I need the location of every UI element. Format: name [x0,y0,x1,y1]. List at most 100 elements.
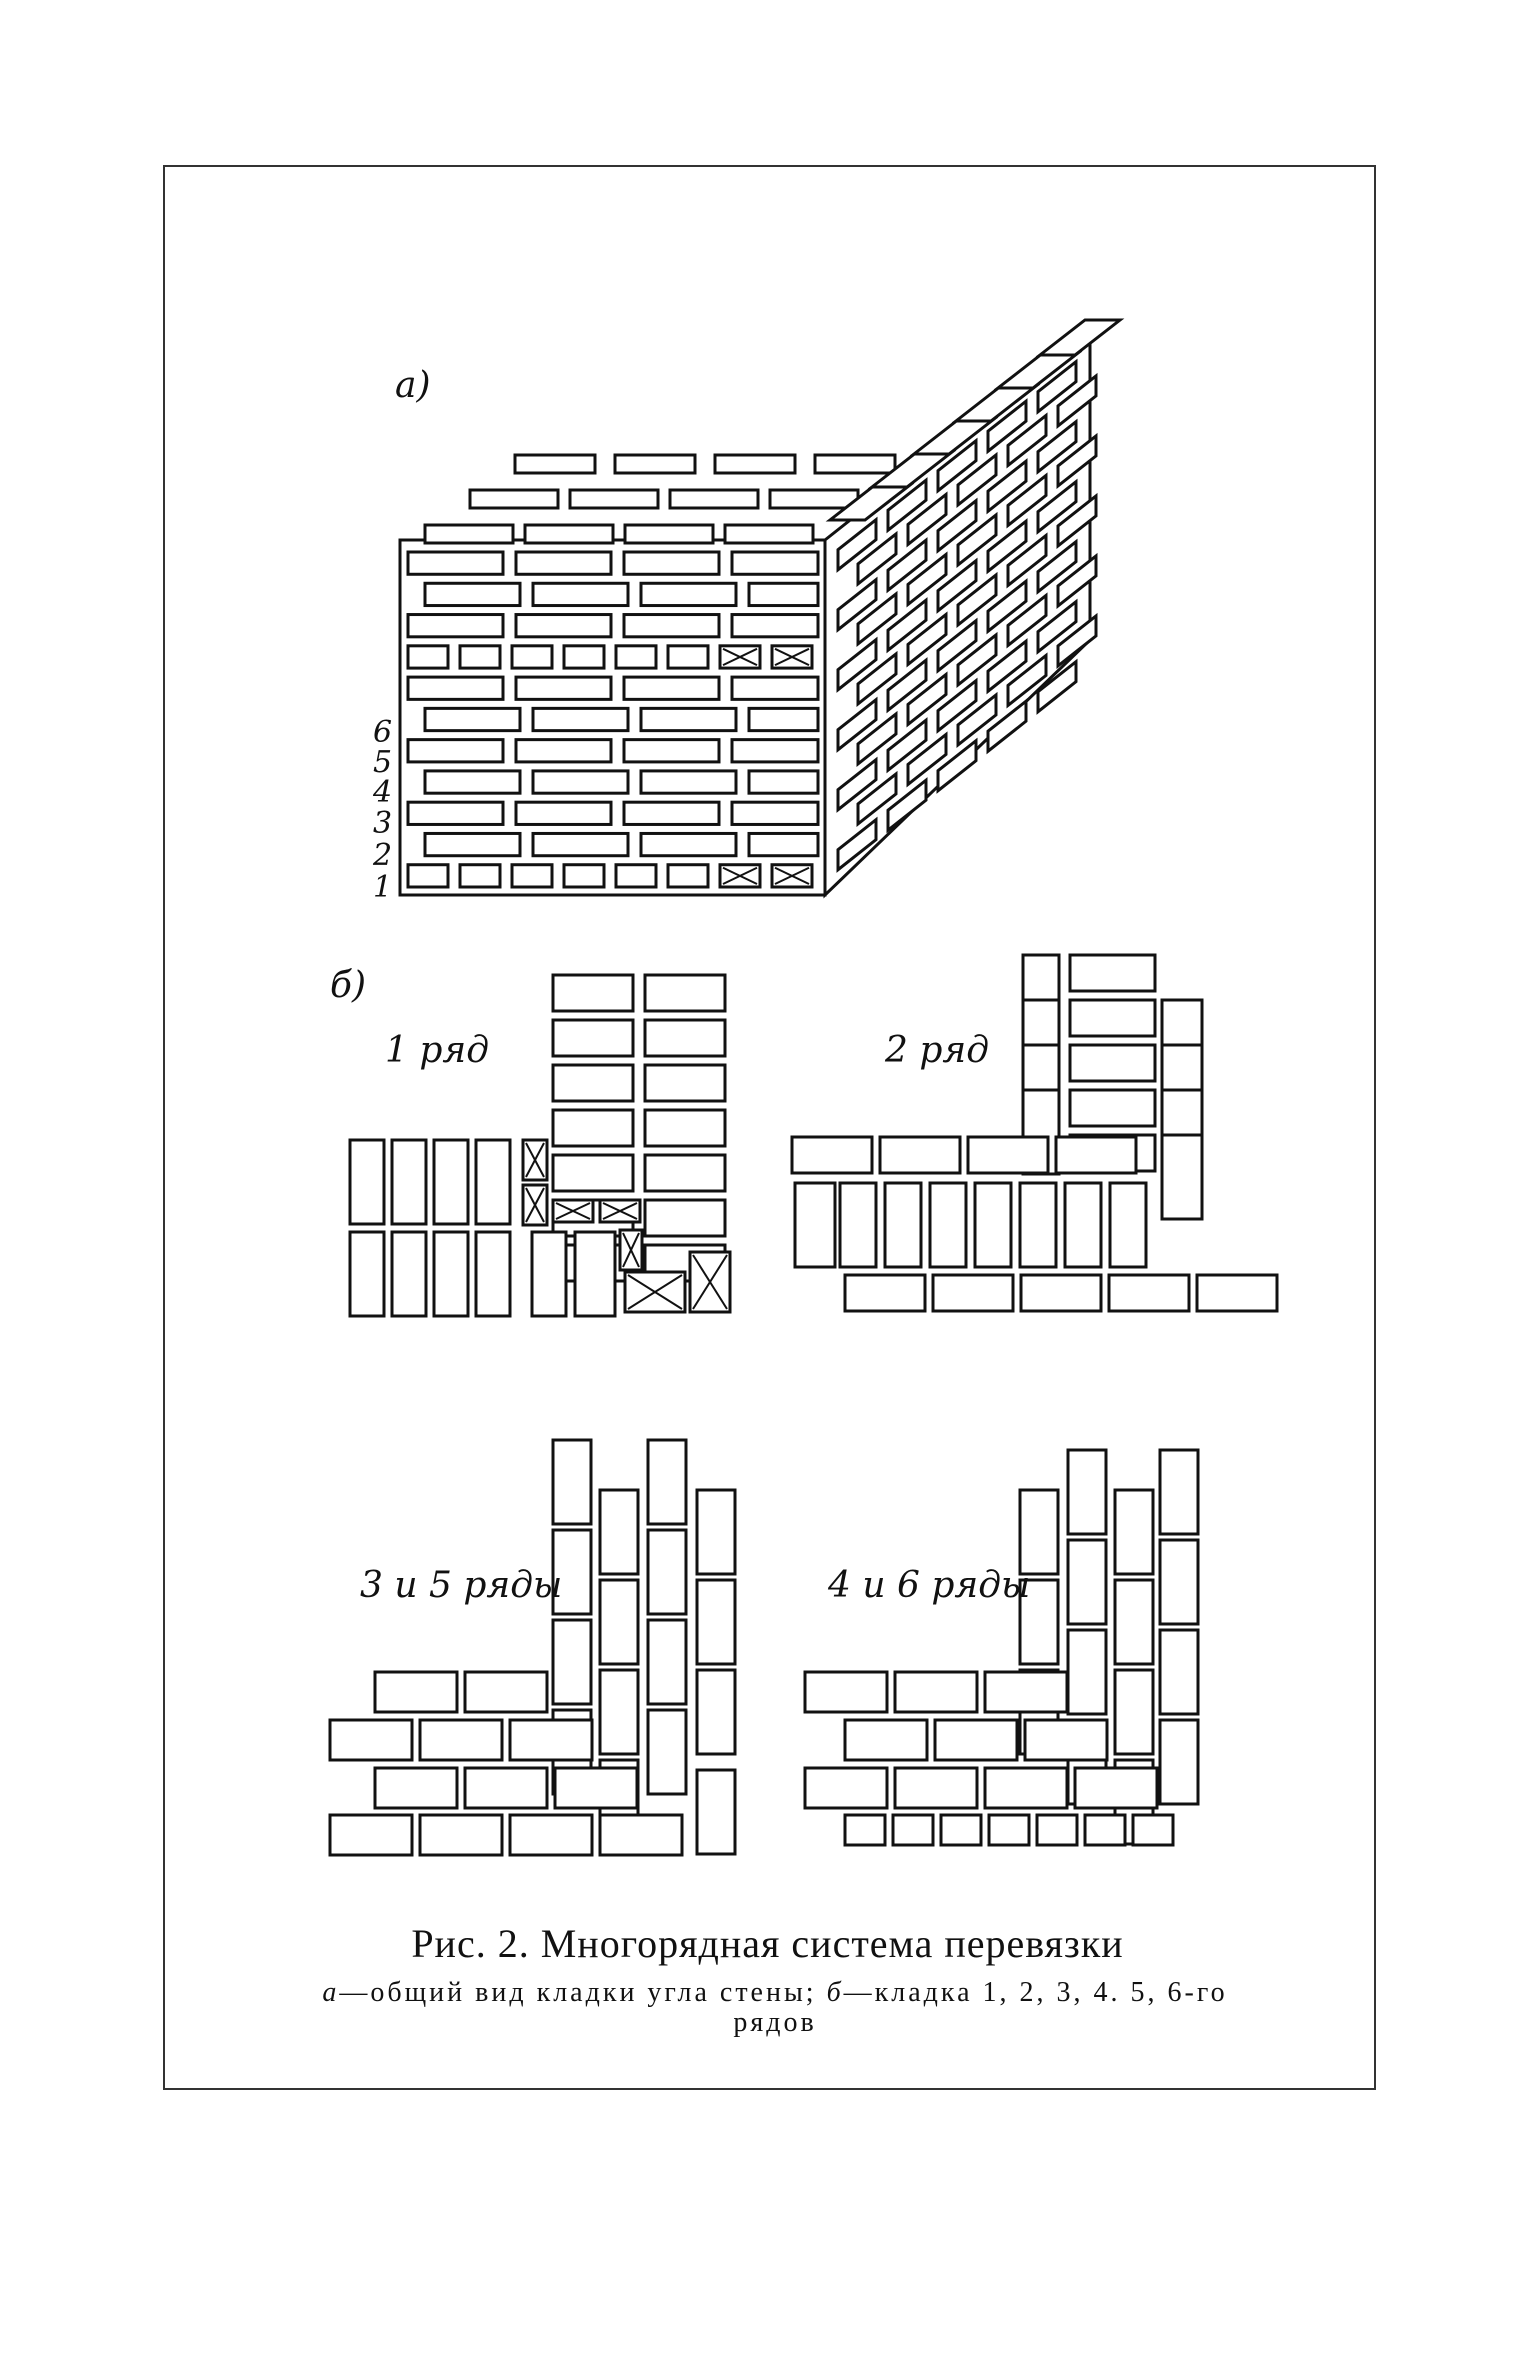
brick [747,581,820,608]
brick [423,831,522,858]
brick [643,973,727,1013]
side-brick [986,638,1028,695]
brick [406,863,450,889]
brick [531,769,630,795]
brick [1066,1628,1108,1716]
brick [406,738,505,764]
brick [551,1108,635,1148]
side-brick [906,551,948,608]
side-brick [836,576,878,633]
side-brick [1036,358,1078,415]
brick [562,644,606,670]
brick [639,706,738,733]
side-brick [906,491,948,548]
brick [713,453,797,475]
row-1-plan [348,973,732,1318]
side-brick [886,657,928,714]
brick [1158,1718,1200,1806]
brick [531,581,630,608]
brick [668,488,760,510]
brick [893,1670,979,1714]
brick [423,706,522,733]
brick [1158,1628,1200,1716]
brick [623,523,715,545]
rows-3-5-label: 3 и 5 ряды [360,1565,563,1606]
brick [646,1438,688,1526]
side-brick [936,677,978,734]
brick [1019,1273,1103,1313]
brick [646,1708,688,1796]
side-brick [956,691,998,749]
cut-brick-cross [555,1202,591,1220]
brick [790,1135,874,1175]
brick [768,488,860,510]
side-brick [886,777,928,834]
side-brick [836,636,878,693]
brick [514,675,613,701]
brick [643,1153,727,1193]
brick [695,1668,737,1756]
brick [508,1718,594,1762]
brick [551,1438,593,1526]
brick [531,706,630,733]
side-brick [856,770,898,828]
brick [747,831,820,858]
brick [508,1813,594,1857]
brick [695,1578,737,1666]
cut-brick-cross [692,1254,728,1310]
top-brick [1035,318,1125,357]
row-number-1: 1 [373,870,393,905]
brick [423,523,515,545]
row-number-4: 4 [373,775,393,810]
side-brick [1056,372,1098,430]
brick [406,550,505,576]
brick [598,1668,640,1756]
brick [939,1813,983,1847]
caption-marker-b: б [826,1977,844,2008]
side-brick [1036,478,1078,535]
brick [510,644,554,670]
cut-brick-cross [774,866,810,885]
side-brick [956,511,998,569]
brick [643,1063,727,1103]
row-number-3: 3 [373,806,393,841]
side-brick [1056,432,1098,490]
brick [463,1766,549,1810]
brick [551,1018,635,1058]
brick [893,1766,979,1810]
brick [551,1528,593,1616]
side-brick [906,671,948,728]
side-brick [856,530,898,588]
brick [666,863,710,889]
brick [406,800,505,826]
brick [639,581,738,608]
brick [406,675,505,701]
side-brick [836,816,878,873]
brick [514,800,613,826]
side-brick [906,731,948,788]
brick [523,523,615,545]
brick [730,613,820,639]
side-brick [886,717,928,774]
brick [348,1230,386,1318]
brick [1018,1578,1060,1666]
brick [423,581,522,608]
brick [878,1135,962,1175]
brick [1066,1538,1108,1626]
brick [514,613,613,639]
brick [390,1230,428,1318]
brick [613,453,697,475]
brick [553,1766,639,1810]
brick [1066,1448,1108,1536]
side-brick [1006,412,1048,469]
brick [1108,1181,1148,1269]
side-brick [956,571,998,629]
brick [1068,1088,1157,1128]
brick [643,1198,727,1238]
brick [803,1766,889,1810]
side-brick [906,611,948,668]
cut-brick-cross [627,1274,683,1310]
brick [843,1273,927,1313]
caption-text-a: —общий вид кладки угла стены; [339,1977,817,2008]
